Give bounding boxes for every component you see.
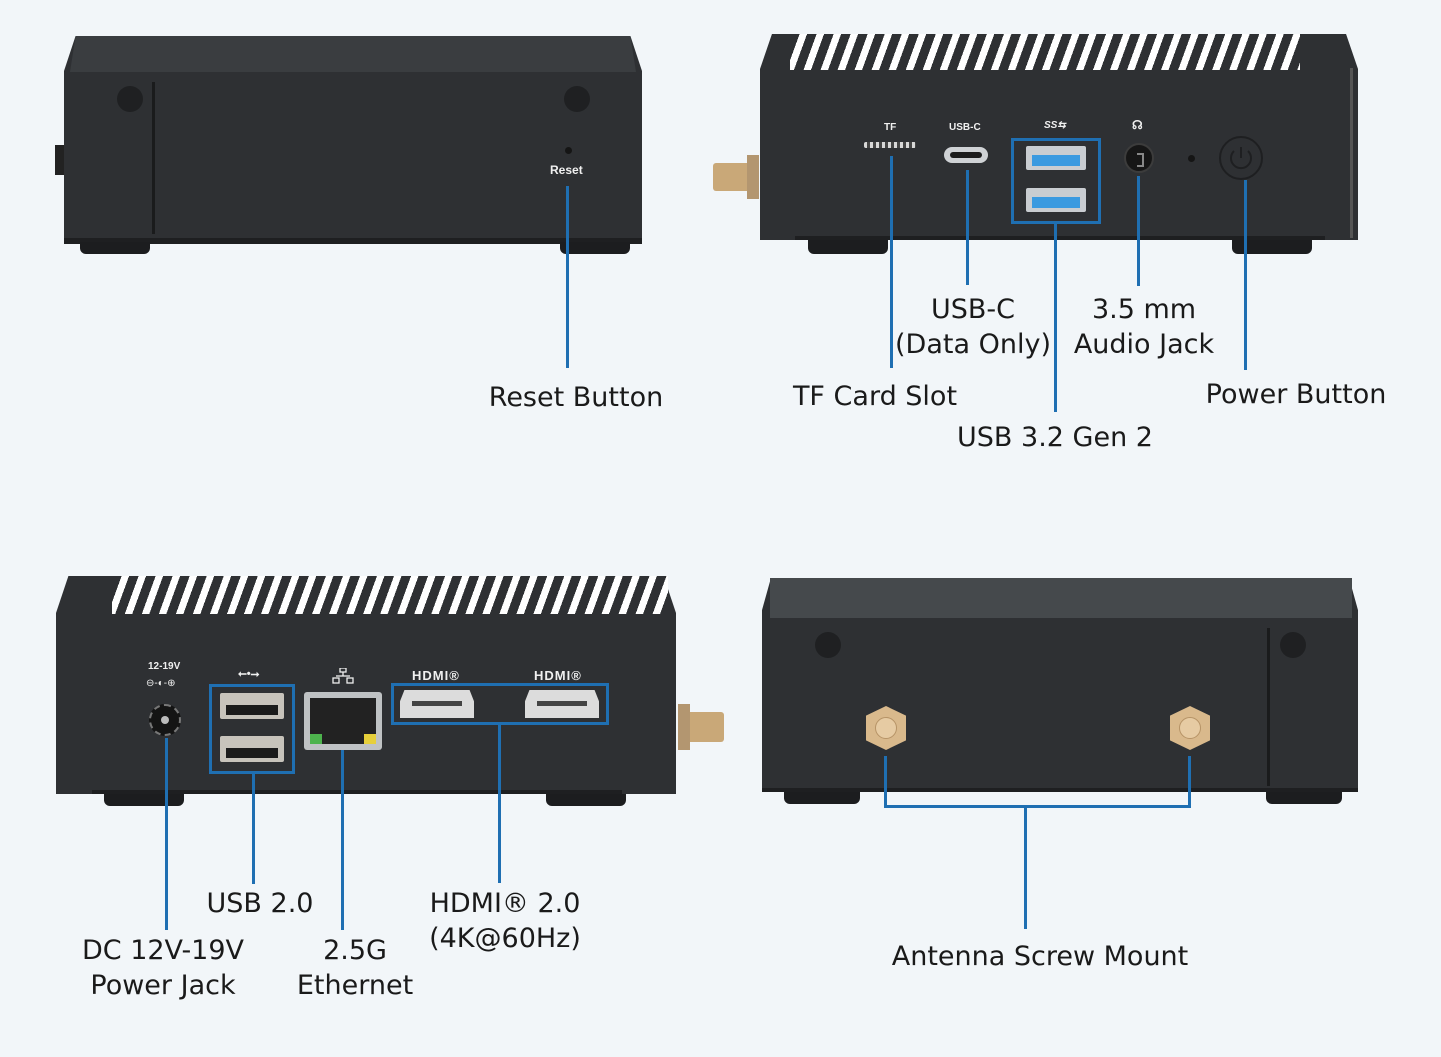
heatsink-vents [112, 576, 668, 614]
side-antenna-connector [713, 163, 749, 191]
dc-polarity-icon: ⊖-◐-⊕ [146, 678, 176, 689]
usb-c-leader-line [966, 170, 969, 285]
hdmi-leader-line [498, 725, 501, 883]
rubber-foot [546, 794, 626, 806]
usb2-port-top[interactable] [220, 693, 284, 719]
callout-hdmi: HDMI® 2.0 (4K@60Hz) [429, 888, 581, 954]
rubber-foot [104, 794, 184, 806]
antenna-leader-stem [1024, 805, 1027, 929]
callout-reset-button: Reset Button [488, 382, 664, 413]
rubber-foot [808, 240, 888, 254]
callout-usb-3-2-gen-2: USB 3.2 Gen 2 [957, 422, 1153, 453]
panel-seam [152, 82, 155, 234]
chassis-bottom-lip [92, 790, 622, 794]
tf-leader-line [890, 156, 893, 368]
hdmi-highlight-box [391, 683, 609, 725]
rubber-foot [1232, 240, 1312, 254]
usb3-port-top[interactable] [1026, 146, 1086, 170]
reset-leader-line [566, 186, 569, 368]
screw-hole [564, 86, 590, 112]
power-button[interactable] [1219, 136, 1263, 180]
rubber-foot [560, 242, 630, 254]
usb-icon: ⭠•⭢ [238, 668, 260, 680]
side-antenna-connector [688, 712, 724, 742]
rubber-foot [80, 242, 150, 254]
usb2-port-bottom[interactable] [220, 736, 284, 762]
ethernet-port[interactable] [304, 692, 382, 750]
antenna-mount-right[interactable] [1170, 706, 1210, 750]
callout-usb-2-0: USB 2.0 [206, 888, 314, 919]
ethernet-activity-led [364, 734, 376, 744]
hdmi-port-1[interactable] [400, 690, 474, 718]
reset-pinhole[interactable] [565, 147, 572, 154]
usb2-highlight-box [209, 684, 295, 774]
power-icon [1230, 147, 1252, 170]
usb3-port-bottom[interactable] [1026, 188, 1086, 212]
hdmi-logo-1: HDMI® [412, 668, 460, 683]
heatsink-vents [790, 34, 1300, 70]
ethernet-link-led [310, 734, 322, 744]
tf-silkscreen: TF [884, 122, 897, 133]
audio-leader-line [1137, 176, 1140, 286]
ethernet-leader-line [341, 750, 344, 930]
screw-hole [815, 632, 841, 658]
callout-usb-c: USB-C (Data Only) [895, 294, 1051, 360]
callout-power-button: Power Button [1205, 379, 1387, 410]
callout-antenna-screw-mount: Antenna Screw Mount [891, 941, 1189, 972]
screw-hole [1280, 632, 1306, 658]
status-led [1188, 155, 1195, 162]
dc-leader-line [165, 738, 168, 930]
side-antenna-nut [747, 155, 759, 199]
screw-hole [117, 86, 143, 112]
tf-card-slot[interactable] [864, 142, 916, 148]
callout-tf-card-slot: TF Card Slot [792, 381, 958, 412]
usb-c-port[interactable] [944, 147, 988, 163]
usb2-leader-line [252, 774, 255, 884]
antenna-leader-bracket [884, 805, 1191, 808]
callout-ethernet: 2.5G Ethernet [296, 935, 414, 1001]
usb3-logo: SS⇆ [1044, 120, 1066, 131]
chassis-bottom-lip [795, 236, 1325, 240]
hdmi-port-2[interactable] [525, 690, 599, 718]
antenna-mount-left[interactable] [866, 706, 906, 750]
chassis-top-bevel [70, 36, 636, 72]
side-switch-stub [55, 145, 64, 175]
antenna-leader-right [1188, 756, 1191, 808]
antenna-leader-left [884, 756, 887, 808]
chassis-bottom-lip [762, 788, 1358, 792]
chassis-edge-highlight [1350, 68, 1353, 238]
callout-dc-power-jack: DC 12V-19V Power Jack [81, 935, 245, 1001]
side-antenna-nut [678, 704, 690, 750]
network-icon [332, 668, 354, 684]
rubber-foot [1266, 792, 1342, 804]
rubber-foot [784, 792, 860, 804]
hdmi-logo-2: HDMI® [534, 668, 582, 683]
power-leader-line [1244, 180, 1247, 370]
dc-voltage-silkscreen: 12-19V [148, 661, 181, 672]
headphone-icon: ☊ [1132, 118, 1143, 132]
usb-c-silkscreen: USB-C [949, 122, 981, 133]
usb3-highlight-box [1011, 138, 1101, 224]
chassis-top-bevel [770, 578, 1352, 618]
callout-audio-jack: 3.5 mm Audio Jack [1073, 294, 1215, 360]
audio-jack-port[interactable] [1124, 143, 1154, 173]
usb3-leader-line [1054, 224, 1057, 412]
reset-silkscreen: Reset [550, 163, 583, 177]
panel-seam [1267, 628, 1270, 786]
chassis-bottom-lip [64, 238, 642, 244]
dc-power-jack[interactable] [149, 704, 181, 736]
